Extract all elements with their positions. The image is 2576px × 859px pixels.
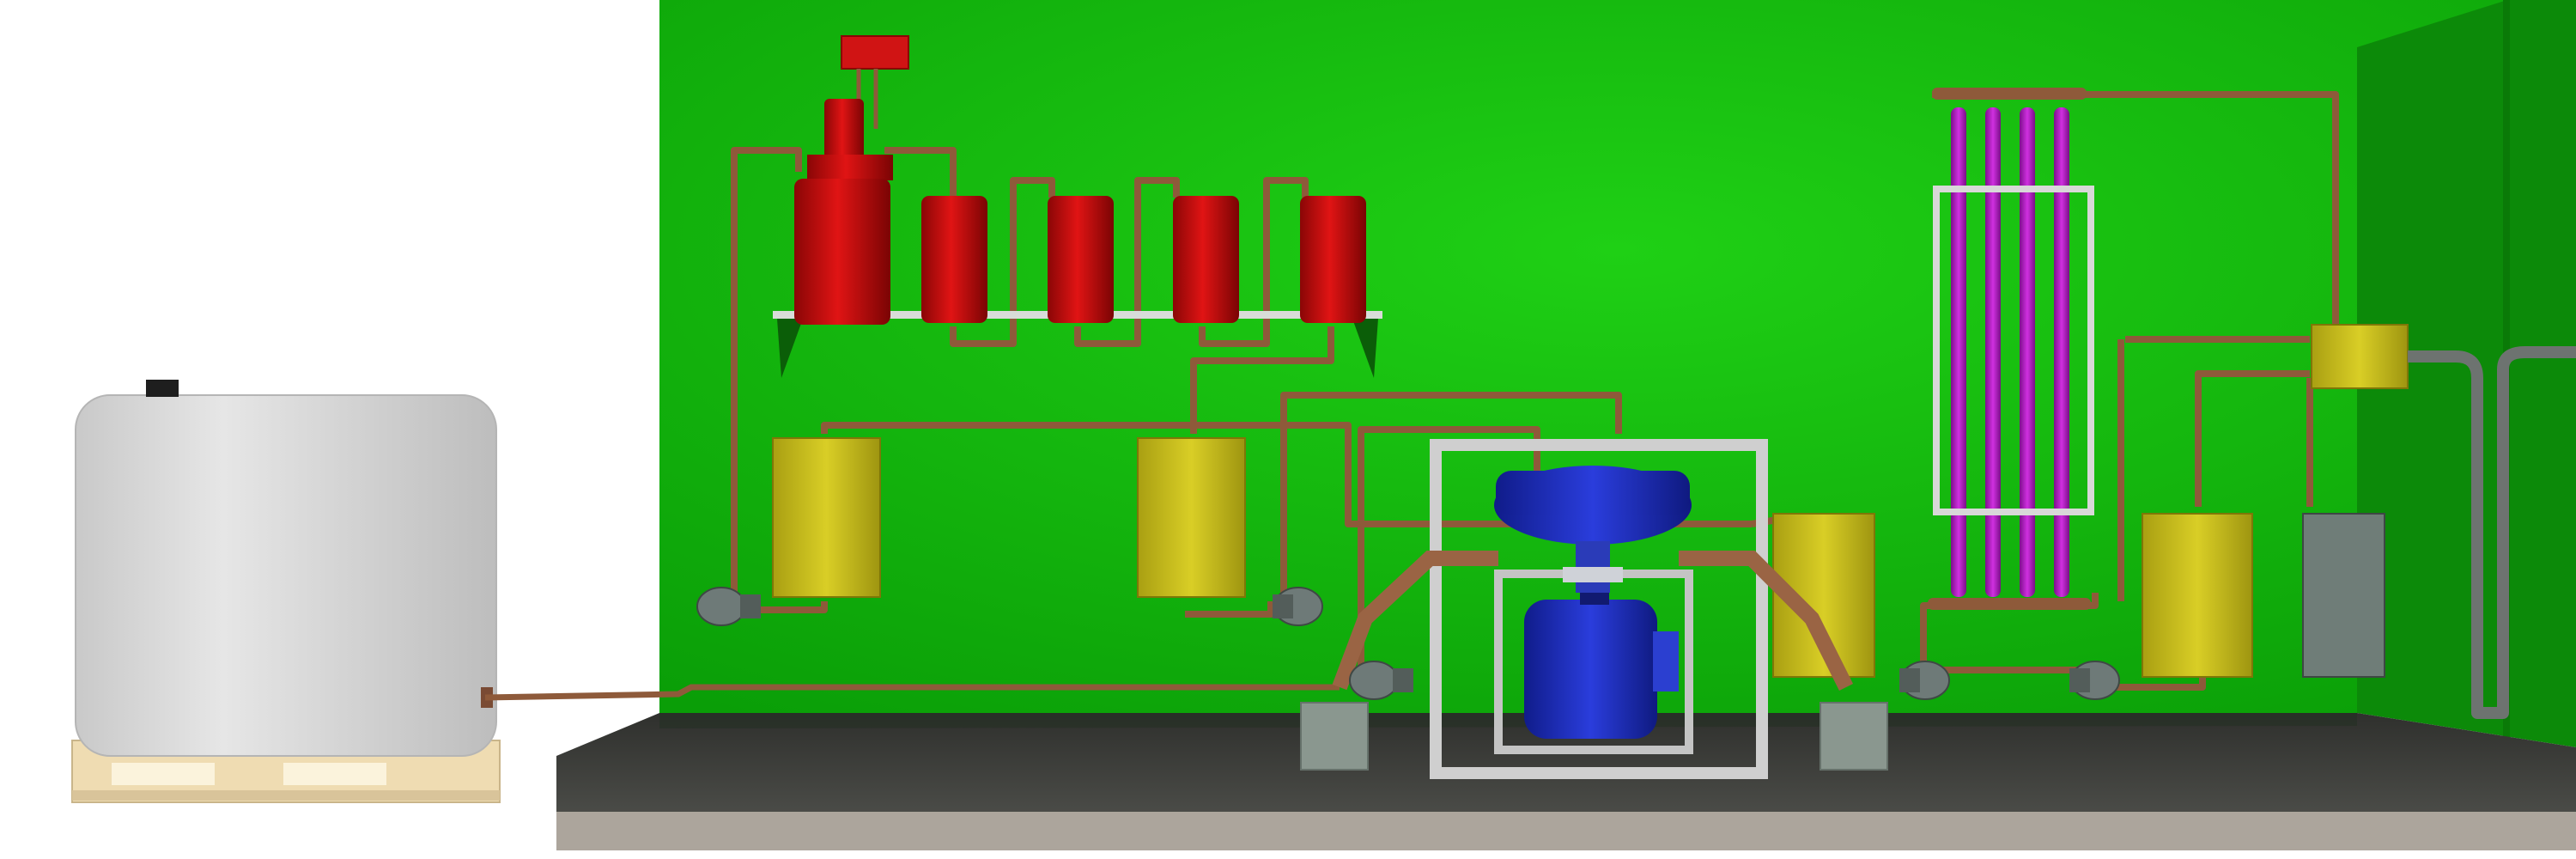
back-wall xyxy=(659,0,2576,713)
main-reactor xyxy=(794,35,909,325)
tank-outlet-pipe xyxy=(484,684,1340,701)
reactor-control-box xyxy=(841,35,909,70)
reactor-vessel-2 xyxy=(921,196,987,323)
reactor-vessel-large xyxy=(794,179,890,325)
exhaust-duct xyxy=(2408,346,2576,719)
filter-housing-2 xyxy=(1137,437,1246,598)
base-block-right xyxy=(1820,702,1888,771)
ibc-storage-tank xyxy=(71,380,501,803)
uv-tube-assembly xyxy=(1928,88,2094,610)
wall-corner-shade xyxy=(2357,0,2576,747)
filter-housing-4 xyxy=(2142,513,2253,678)
filter-housing-5 xyxy=(2302,513,2385,678)
junction-box xyxy=(2311,324,2409,389)
tank-body xyxy=(75,394,497,757)
base-block-left xyxy=(1300,702,1369,771)
reactor-vessel-3 xyxy=(1048,196,1114,323)
pump-2 xyxy=(1273,587,1323,626)
floor-front-edge xyxy=(556,812,2576,850)
tank-cap xyxy=(146,380,179,397)
reactor-vessel-4 xyxy=(1173,196,1239,323)
pump-1 xyxy=(696,587,761,626)
pump-4 xyxy=(1899,661,1950,700)
skid-frame-outer xyxy=(1430,439,1768,779)
floor xyxy=(556,713,2576,812)
uv-frame xyxy=(1933,186,2094,515)
floor-shadow-strip xyxy=(659,713,2357,728)
reactor-vessel-5 xyxy=(1300,196,1366,323)
filter-housing-1 xyxy=(772,437,881,598)
reactor-motor xyxy=(824,99,864,159)
pump-3 xyxy=(1349,661,1413,700)
pump-5 xyxy=(2069,661,2120,700)
blower-skid xyxy=(1300,439,1888,779)
drive-motor xyxy=(1524,600,1657,739)
